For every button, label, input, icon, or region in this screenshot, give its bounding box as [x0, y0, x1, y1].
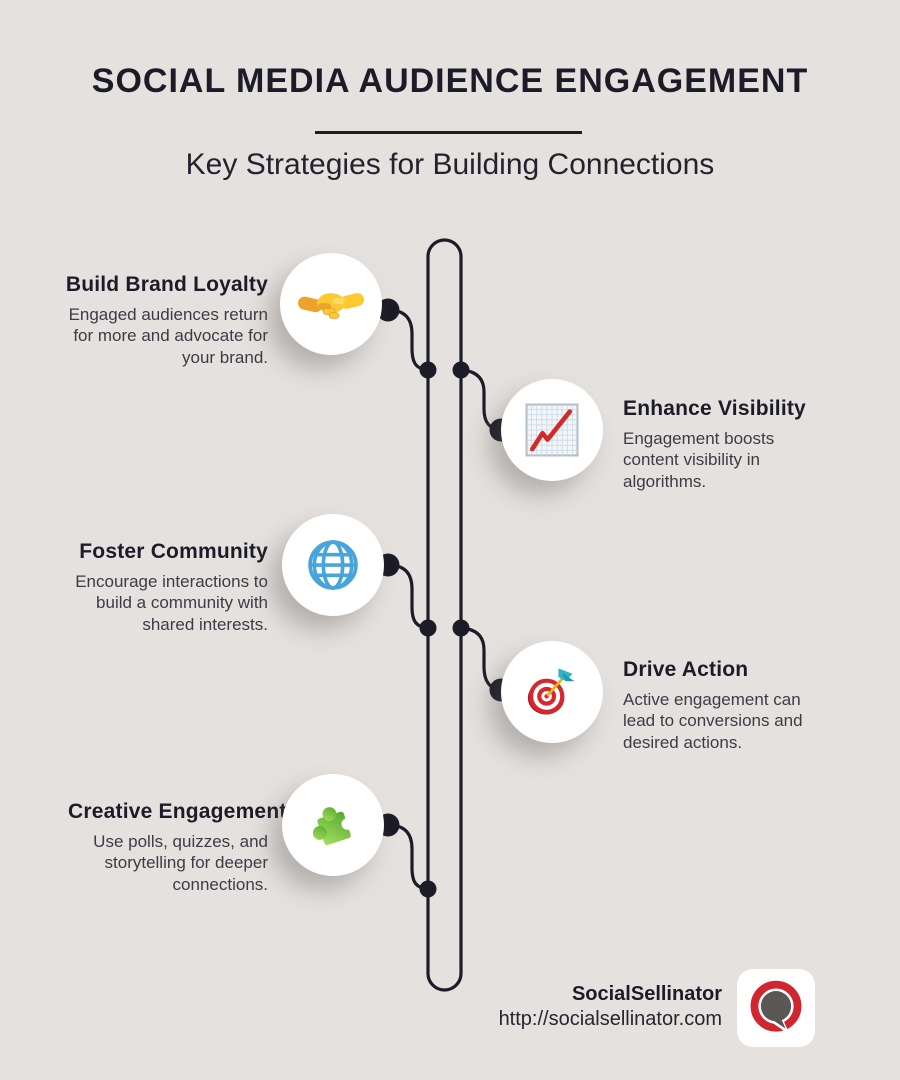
- rail-dot-2-left: [419, 619, 437, 637]
- item-title: Foster Community: [79, 540, 268, 563]
- rail-dot-2-right: [452, 619, 470, 637]
- puzzle-piece-icon: [312, 807, 354, 845]
- item-description: Engagement boosts content visibility in …: [623, 429, 775, 491]
- item-creative-engagement: Creative Engagement Use polls, quizzes, …: [68, 800, 287, 895]
- connector-curve-1: [387, 308, 429, 372]
- item-circle-3: [282, 514, 384, 616]
- node-dot-item-1: [376, 298, 400, 322]
- footer-url-link[interactable]: http://socialsellinator.com: [498, 1008, 722, 1030]
- item-foster-community: Foster Community Encourage interactions …: [56, 540, 268, 635]
- item-circle-2: [501, 379, 603, 481]
- item-title: Drive Action: [623, 658, 749, 681]
- item-circle-1: [280, 253, 382, 355]
- item-circle-4: [501, 641, 603, 743]
- timeline-racetrack: [426, 238, 463, 992]
- item-description: Engaged audiences return for more and ad…: [68, 305, 268, 367]
- speech-bubble-ring-icon: [750, 980, 802, 1035]
- chart-increasing-icon: [525, 403, 579, 457]
- item-drive-action: Drive Action Active engagement can lead …: [623, 658, 828, 753]
- item-title: Build Brand Loyalty: [65, 273, 268, 296]
- item-enhance-visibility: Enhance Visibility Engagement boosts con…: [623, 397, 813, 492]
- item-description: Active engagement can lead to conversion…: [623, 690, 803, 752]
- footer-brand-name: SocialSellinator: [571, 983, 722, 1005]
- socialsellinator-logo: [737, 969, 815, 1047]
- item-description: Encourage interactions to build a commun…: [75, 572, 268, 634]
- dart-target-icon: [527, 668, 575, 715]
- rail-dot-1-left: [419, 361, 437, 379]
- item-title: Creative Engagement: [68, 800, 287, 823]
- item-build-brand-loyalty: Build Brand Loyalty Engaged audiences re…: [53, 273, 268, 368]
- rail-dot-3-left: [419, 880, 437, 898]
- title-divider: [315, 131, 582, 134]
- connector-curve-5: [387, 823, 429, 891]
- connector-curve-3: [387, 563, 429, 630]
- handshake-icon: [298, 293, 364, 319]
- page-title: SOCIAL MEDIA AUDIENCE ENGAGEMENT: [91, 62, 809, 100]
- item-circle-5: [282, 774, 384, 876]
- item-title: Enhance Visibility: [623, 397, 806, 420]
- item-description: Use polls, quizzes, and storytelling for…: [93, 832, 268, 894]
- rail-dot-1-right: [452, 361, 470, 379]
- globe-icon: [308, 540, 358, 590]
- page-subtitle: Key Strategies for Building Connections: [185, 148, 715, 181]
